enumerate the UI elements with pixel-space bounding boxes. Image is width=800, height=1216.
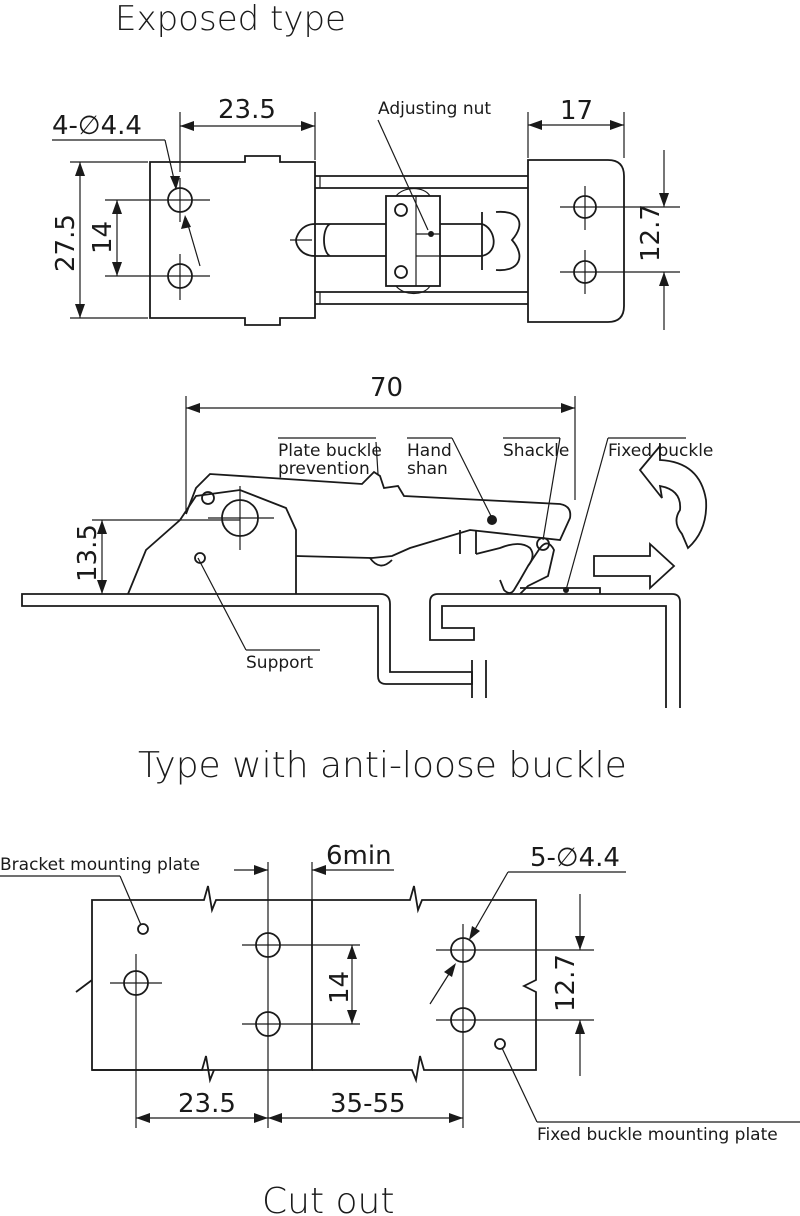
bracket-plate-outline	[75, 885, 313, 1071]
buckle-plate-outline	[527, 159, 625, 323]
height-dim-label: 27.5	[51, 214, 81, 272]
cutout-buckle-spacing-label: 12.7	[551, 954, 581, 1012]
support-label: Support	[246, 653, 314, 673]
bracket-plate-label: Bracket mounting plate	[0, 855, 200, 875]
hand-label-1: Hand	[407, 441, 452, 461]
adjusting-nut-body	[385, 195, 441, 287]
cutout-hole-spacing-label: 14	[325, 971, 355, 1004]
shackle-label: Shackle	[503, 441, 569, 461]
width-dim-label: 23.5	[218, 95, 276, 125]
buckle-hole-spacing-label: 12.7	[636, 204, 666, 262]
base-plate-outline	[149, 155, 316, 326]
cutout-hole-spec-label: 5-∅4.4	[530, 843, 620, 873]
slide-arrow-icon	[593, 541, 676, 591]
handle	[185, 470, 572, 559]
gap-dim-label: 6min	[326, 841, 392, 871]
hole-spec-label: 4-∅4.4	[52, 111, 142, 141]
hand-label-2: shan	[407, 459, 448, 479]
hole-spacing-label: 14	[88, 221, 118, 254]
cutout-left-dim-label: 23.5	[178, 1089, 236, 1119]
fixed-plate-outline	[312, 885, 537, 1084]
buckle-width-label: 17	[560, 96, 593, 126]
adjusting-nut-label: Adjusting nut	[378, 99, 491, 119]
plate-buckle-label-1: Plate buckle	[278, 441, 382, 461]
fixed-plate-label: Fixed buckle mounting plate	[537, 1125, 778, 1145]
plate-buckle-label-2: prevention	[278, 459, 370, 479]
rotate-arrow-icon	[638, 443, 708, 550]
fixed-buckle-plate	[520, 587, 601, 594]
support	[127, 489, 297, 595]
cutout-view: 6min 14 5-∅4.4 12.7 23.5 35-55 Bracket m…	[0, 841, 800, 1145]
cut-out-title: Cut out	[262, 1181, 394, 1216]
exposed-type-title: Exposed type	[115, 0, 346, 39]
top-view: 4-∅4.4 23.5 27.5 14 Adjusting nut	[51, 95, 680, 330]
shackle-hook	[369, 557, 393, 567]
length-dim-label: 70	[370, 373, 403, 403]
right-panel	[429, 593, 681, 708]
anti-loose-title: Type with anti-loose buckle	[138, 745, 627, 786]
side-view: 70 13.5 Plate buckle prevention Hand sha…	[21, 373, 713, 708]
cutout-range-dim-label: 35-55	[330, 1089, 406, 1119]
side-height-label: 13.5	[73, 524, 103, 582]
fixed-buckle-label: Fixed buckle	[608, 441, 713, 461]
